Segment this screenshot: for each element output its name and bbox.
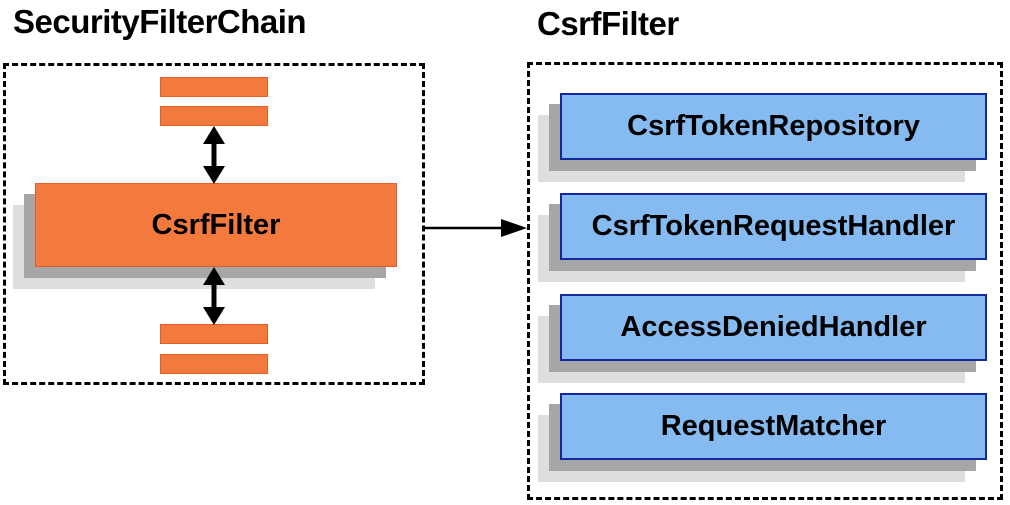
filter-placeholder-bar (160, 77, 268, 97)
bidirectional-arrow-icon (203, 126, 225, 184)
csrf-filter-detail-title: CsrfFilter (537, 5, 679, 42)
filter-placeholder-bar (160, 324, 268, 344)
security-filter-chain-title: SecurityFilterChain (13, 3, 307, 40)
bidirectional-arrow-icon (203, 267, 225, 325)
component-request-matcher: RequestMatcher (560, 393, 987, 460)
component-csrf-token-repository: CsrfTokenRepository (560, 93, 987, 160)
security-filter-chain-container (3, 63, 425, 385)
right-arrow-icon (424, 219, 527, 237)
filter-placeholder-bar (160, 106, 268, 126)
component-label: AccessDeniedHandler (620, 311, 927, 343)
component-label: CsrfTokenRepository (627, 110, 920, 142)
component-csrf-token-request-handler: CsrfTokenRequestHandler (560, 193, 987, 260)
component-label: CsrfTokenRequestHandler (591, 210, 956, 242)
component-access-denied-handler: AccessDeniedHandler (560, 294, 987, 361)
csrf-filter-detail-container (527, 62, 1003, 500)
filter-placeholder-bar (160, 354, 268, 374)
component-label: RequestMatcher (660, 410, 887, 442)
csrf-filter-node-label: CsrfFilter (151, 208, 281, 241)
csrf-filter-node: CsrfFilter (35, 183, 397, 267)
